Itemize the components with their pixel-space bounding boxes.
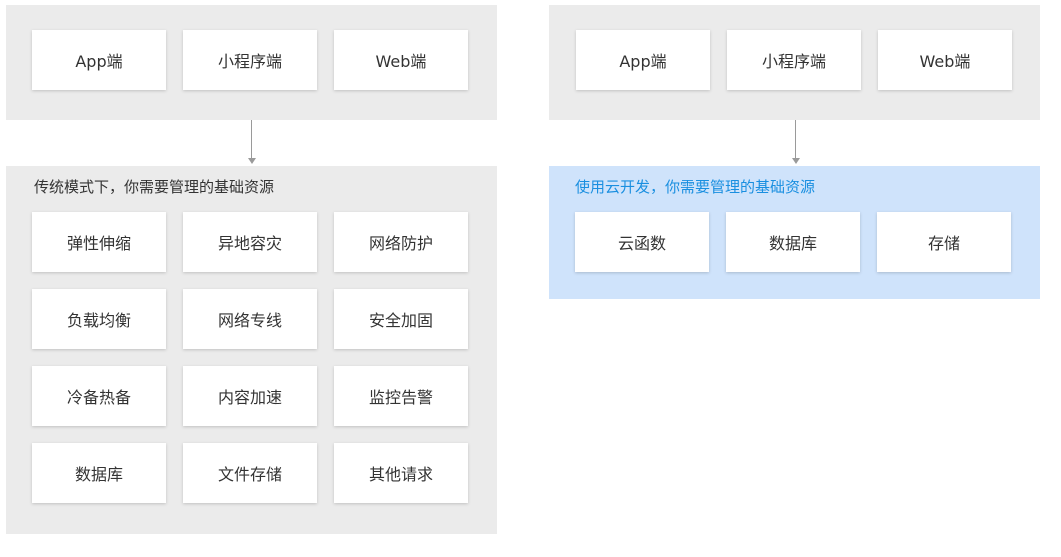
left-down-arrow bbox=[246, 120, 258, 164]
left-client-web: Web端 bbox=[334, 30, 468, 90]
right-client-miniprogram: 小程序端 bbox=[727, 30, 861, 90]
left-resource-panel: 传统模式下，你需要管理的基础资源 弹性伸缩 异地容灾 网络防护 负载均衡 网络专… bbox=[6, 166, 497, 534]
left-resource-item: 监控告警 bbox=[334, 366, 468, 426]
right-client-app: App端 bbox=[576, 30, 710, 90]
right-resource-item: 存储 bbox=[877, 212, 1011, 272]
left-client-app: App端 bbox=[32, 30, 166, 90]
left-resource-item: 负载均衡 bbox=[32, 289, 166, 349]
right-client-web: Web端 bbox=[878, 30, 1012, 90]
right-resource-panel: 使用云开发，你需要管理的基础资源 云函数 数据库 存储 bbox=[549, 166, 1040, 299]
left-resource-item: 内容加速 bbox=[183, 366, 317, 426]
right-down-arrow bbox=[790, 120, 802, 164]
right-resource-item: 云函数 bbox=[575, 212, 709, 272]
left-resource-item: 安全加固 bbox=[334, 289, 468, 349]
left-resource-item: 数据库 bbox=[32, 443, 166, 503]
right-resource-item: 数据库 bbox=[726, 212, 860, 272]
left-resource-item: 冷备热备 bbox=[32, 366, 166, 426]
right-client-panel: App端 小程序端 Web端 bbox=[549, 5, 1040, 120]
left-resource-item: 文件存储 bbox=[183, 443, 317, 503]
left-resource-item: 其他请求 bbox=[334, 443, 468, 503]
left-client-panel: App端 小程序端 Web端 bbox=[6, 5, 497, 120]
left-resource-item: 网络防护 bbox=[334, 212, 468, 272]
right-resource-heading: 使用云开发，你需要管理的基础资源 bbox=[575, 178, 816, 196]
left-resource-heading: 传统模式下，你需要管理的基础资源 bbox=[34, 178, 275, 196]
left-resource-item: 异地容灾 bbox=[183, 212, 317, 272]
left-resource-item: 弹性伸缩 bbox=[32, 212, 166, 272]
left-resource-item: 网络专线 bbox=[183, 289, 317, 349]
left-client-miniprogram: 小程序端 bbox=[183, 30, 317, 90]
